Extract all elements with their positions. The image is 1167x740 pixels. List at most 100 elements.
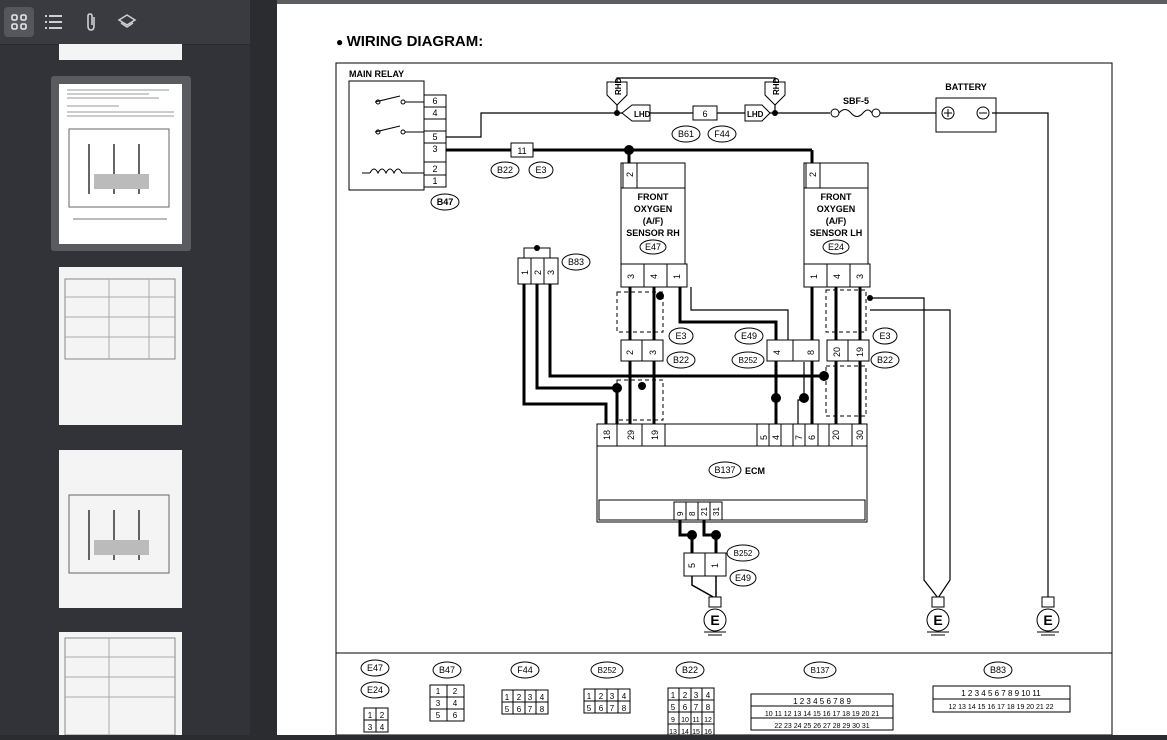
svg-text:2: 2 [625,350,635,355]
svg-text:B252: B252 [739,356,758,365]
svg-text:2: 2 [533,270,543,275]
svg-text:B252: B252 [598,666,617,675]
svg-text:7: 7 [528,705,533,714]
front-oxygen-sensor-lh: 2 FRONT OXYGEN (A/F) SENSOR LH E24 1 4 3 [803,162,871,288]
svg-text:10: 10 [681,717,689,724]
layers-button[interactable] [112,7,142,37]
outline-list-icon [45,15,62,29]
svg-text:1: 1 [436,687,441,696]
front-oxygen-sensor-rh: 2 FRONT OXYGEN (A/F) SENSOR RH E47 3 4 1 [620,162,688,288]
svg-text:8: 8 [688,511,697,516]
svg-text:F44: F44 [714,129,730,139]
b137-row2: 10 11 12 13 14 15 16 17 18 19 20 21 [765,711,879,718]
scroll-gutter [250,0,277,735]
svg-text:6: 6 [517,705,522,714]
svg-text:20: 20 [831,430,841,440]
ecm-module: 18 29 19 5 4 7 6 20 30 B137 ECM 9 8 21 3… [596,423,868,523]
svg-text:(A/F): (A/F) [826,216,847,226]
page-thumbnail-2[interactable] [59,84,182,244]
svg-text:B22: B22 [877,355,893,365]
main-relay-label: MAIN RELAY [349,69,404,79]
svg-text:B22: B22 [682,665,698,675]
svg-text:E3: E3 [535,165,546,175]
page-thumbnail-5[interactable] [59,632,182,736]
thumbnail-sidebar [0,0,250,736]
b83-row2: 12 13 14 15 16 17 18 19 20 21 22 [948,704,1053,711]
svg-text:8: 8 [706,703,711,712]
lhd-arrow-right: LHD [744,104,771,122]
svg-text:OXYGEN: OXYGEN [634,204,673,214]
battery-label: BATTERY [945,82,987,92]
svg-text:18: 18 [602,430,612,440]
svg-text:14: 14 [681,729,689,735]
b137-row3: 22 23 24 25 26 27 28 29 30 31 [774,723,869,730]
svg-text:7: 7 [794,435,804,440]
svg-text:3: 3 [610,692,615,701]
svg-text:1: 1 [809,274,819,279]
thumbnails-button[interactable] [4,7,34,37]
svg-text:8: 8 [806,350,816,355]
svg-text:4: 4 [380,723,385,732]
page-thumbnail-1[interactable] [59,44,182,60]
svg-text:4: 4 [706,691,711,700]
svg-text:B83: B83 [990,665,1006,675]
svg-text:SENSOR RH: SENSOR RH [626,228,680,238]
rhd-arrow-right: RHD [764,77,786,106]
svg-text:F44: F44 [517,665,533,675]
svg-text:11: 11 [517,146,526,156]
svg-text:3: 3 [436,699,441,708]
svg-text:1: 1 [520,270,530,275]
svg-text:1: 1 [368,711,373,720]
svg-text:5: 5 [687,563,697,568]
svg-text:E24: E24 [367,685,383,695]
svg-text:6: 6 [702,109,707,119]
svg-text:4: 4 [540,693,545,702]
svg-text:SENSOR LH: SENSOR LH [810,228,863,238]
fuse-label: SBF-5 [843,96,869,106]
svg-text:3: 3 [528,693,533,702]
page-thumbnail-4[interactable] [59,450,182,608]
svg-text:31: 31 [712,507,721,516]
svg-text:3: 3 [648,350,658,355]
svg-text:(A/F): (A/F) [643,216,664,226]
svg-text:11: 11 [692,717,699,724]
svg-text:5: 5 [671,703,676,712]
svg-text:1: 1 [587,692,592,701]
attachments-button[interactable] [76,7,106,37]
svg-text:1: 1 [432,176,437,186]
connector-legend: E47 E24 1 2 3 4 B47 1 2 3 4 5 6 F44 1 2 … [360,659,1071,735]
svg-text:4: 4 [772,350,782,355]
svg-text:21: 21 [700,507,709,516]
svg-text:4: 4 [832,274,842,279]
svg-text:9: 9 [676,511,685,516]
svg-text:6: 6 [453,711,458,720]
svg-text:7: 7 [610,704,615,713]
svg-text:5: 5 [505,705,510,714]
svg-text:5: 5 [436,711,441,720]
svg-text:6: 6 [599,704,604,713]
page-thumbnail-3[interactable] [59,267,182,425]
b47-tag: B47 [437,197,454,207]
svg-text:E47: E47 [367,663,383,673]
outline-button[interactable] [39,7,69,37]
svg-text:4: 4 [649,274,659,279]
svg-text:1: 1 [505,693,510,702]
svg-text:2: 2 [808,172,818,177]
svg-text:E: E [710,612,719,628]
svg-text:RHD: RHD [772,77,781,95]
svg-text:5: 5 [432,132,437,142]
svg-text:2: 2 [432,164,437,174]
b137-row1: 1 2 3 4 5 6 7 8 9 [793,697,851,706]
svg-text:15: 15 [692,729,700,735]
svg-text:ECM: ECM [745,466,765,476]
b83-row1: 1 2 3 4 5 6 7 8 9 10 11 [961,689,1041,698]
svg-text:4: 4 [453,699,458,708]
svg-text:12: 12 [704,717,712,724]
svg-text:6: 6 [683,703,688,712]
section-title: ● WIRING DIAGRAM: [336,33,484,50]
svg-text:E: E [933,612,942,628]
svg-text:8: 8 [540,705,545,714]
svg-text:5: 5 [587,704,592,713]
svg-text:2: 2 [380,711,385,720]
svg-text:20: 20 [832,347,842,357]
